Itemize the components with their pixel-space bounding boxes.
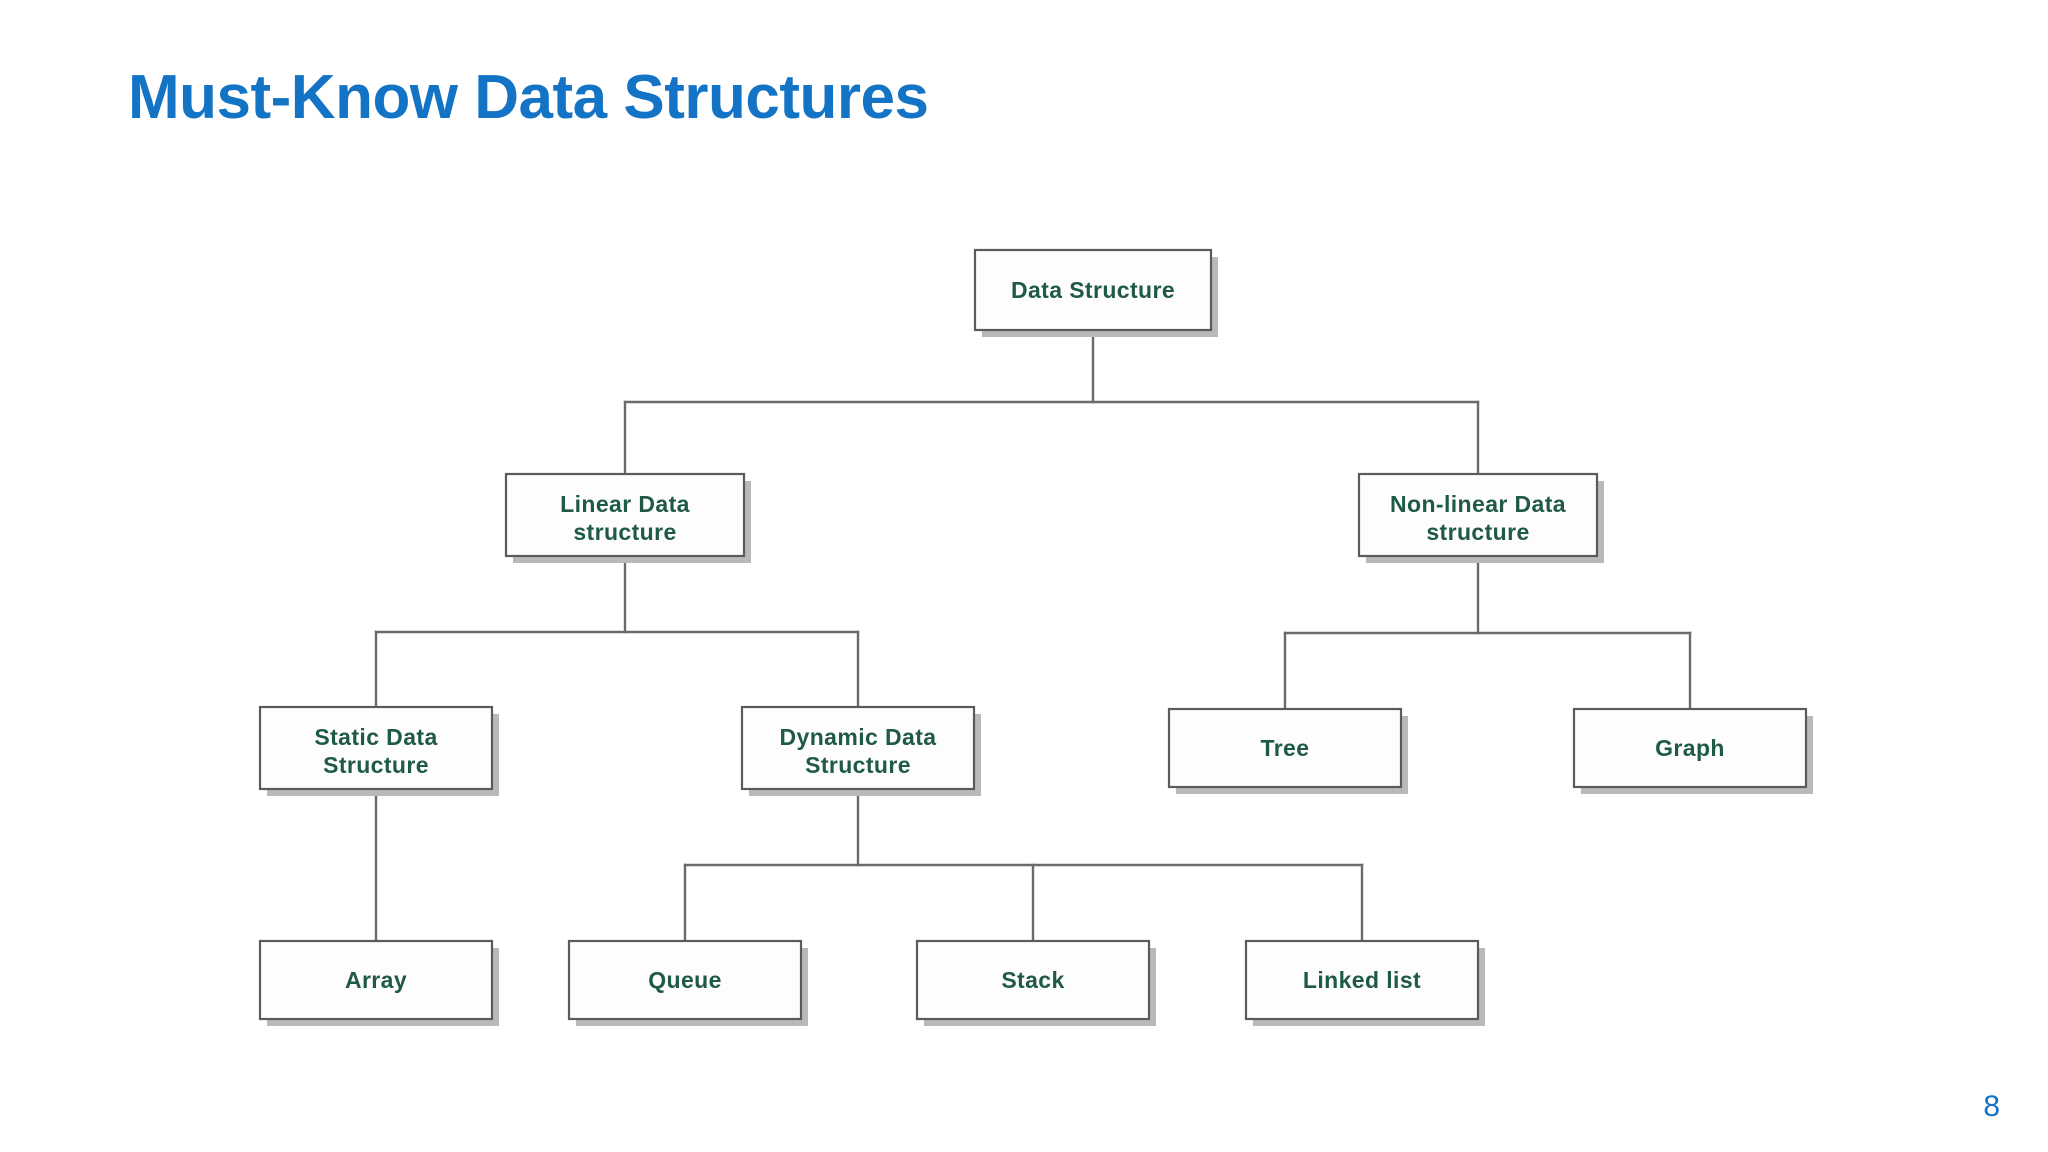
node-label: Tree [1261,735,1310,761]
node-box [973,248,1213,332]
node-box [567,939,803,1021]
tree-node-array: Array [258,939,499,1026]
tree-node-tree: Tree [1167,707,1408,794]
node-label: Data Structure [1011,277,1175,303]
node-box [1244,939,1480,1021]
tree-node-linked-list: Linked list [1244,939,1485,1026]
node-label: Linked list [1303,967,1421,993]
page-title: Must-Know Data Structures [128,63,929,132]
node-box [1357,472,1599,558]
page-number: 8 [1983,1090,2000,1123]
tree-node-graph: Graph [1572,707,1813,794]
node-box [258,939,494,1021]
node-label: Stack [1001,967,1064,993]
node-label: Array [345,967,407,993]
node-box [915,939,1151,1021]
node-box [1167,707,1403,789]
tree-node-data-structure: Data Structure [973,248,1218,337]
tree-node-stack: Stack [915,939,1156,1026]
node-box [1572,707,1808,789]
tree-node-queue: Queue [567,939,808,1026]
node-label: Queue [648,967,722,993]
node-box [740,705,976,791]
node-label: Graph [1655,735,1725,761]
node-box [504,472,746,558]
connector-layer [374,328,1692,943]
node-box [258,705,494,791]
